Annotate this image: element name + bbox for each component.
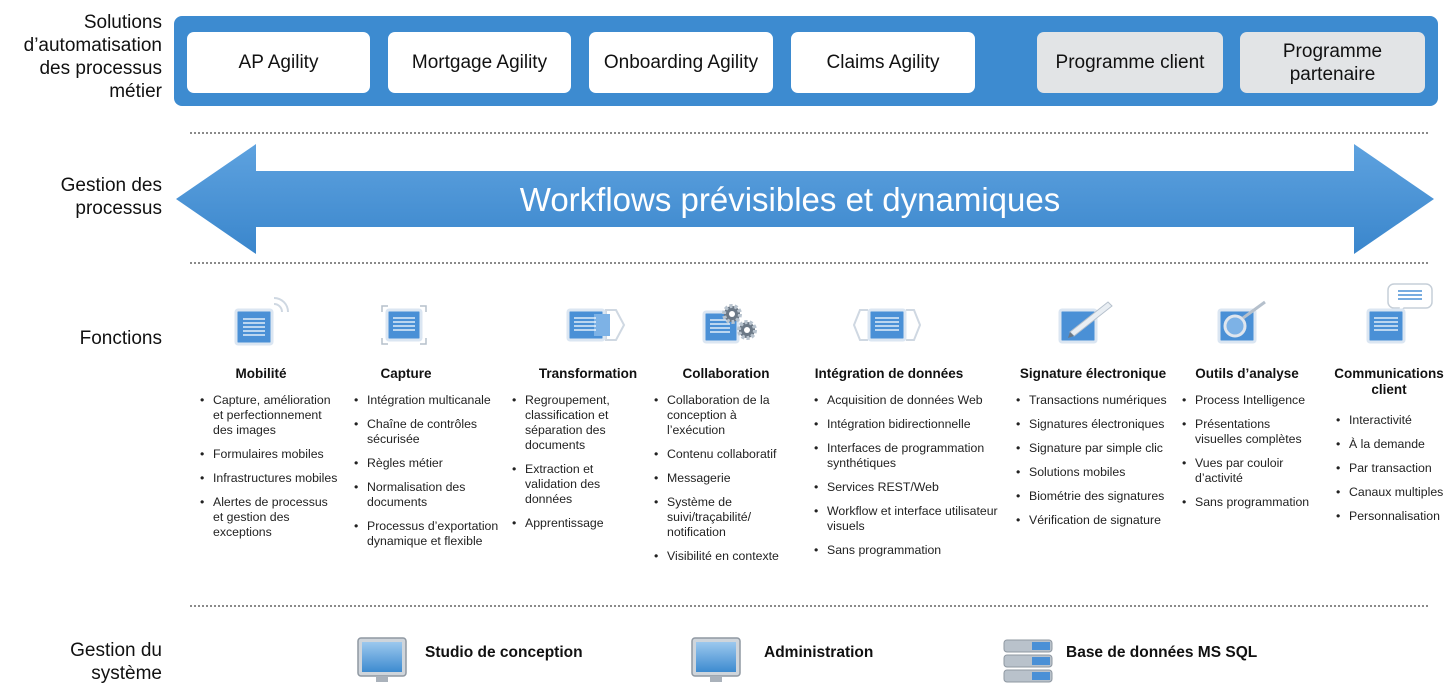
- solution-onboarding-agility[interactable]: Onboarding Agility: [589, 32, 773, 93]
- row-label-functions: Fonctions: [79, 328, 162, 349]
- row-label-system: Gestion du système: [70, 640, 162, 684]
- function-title-collaboration: Collaboration: [682, 366, 770, 381]
- list-item: Normalisation des documents: [352, 480, 506, 510]
- list-item: Services REST/Web: [812, 480, 1002, 495]
- system-item-database: Base de données MS SQL: [1066, 644, 1258, 661]
- list-item: Vues par couloir d’activité: [1180, 456, 1320, 486]
- list-item: Regroupement, classification et séparati…: [510, 393, 626, 453]
- list-item: Processus d’exportation dynamique et fle…: [352, 519, 506, 549]
- signature-pen-icon: [1058, 301, 1113, 344]
- list-item: Par transaction: [1334, 461, 1452, 476]
- list-item: Visibilité en contexte: [652, 549, 798, 564]
- list-item: Formulaires mobiles: [198, 447, 338, 462]
- function-list-mobilite: Capture, amélioration et perfectionnemen…: [198, 393, 338, 549]
- function-list-collaboration: Collaboration de la conception à l’exécu…: [652, 393, 798, 573]
- solution-programme-client[interactable]: Programme client: [1037, 32, 1223, 93]
- list-item: Interfaces de programmation synthétiques: [812, 441, 1002, 471]
- collaboration-gears-icon: [702, 304, 757, 344]
- function-list-analyse: Process Intelligence Présentations visue…: [1180, 393, 1320, 519]
- function-title-analyse: Outils d’analyse: [1195, 366, 1299, 381]
- data-integration-icon: [852, 308, 922, 342]
- communications-bubble-icon: [1366, 283, 1433, 344]
- list-item: Contenu collaboratif: [652, 447, 798, 462]
- list-item: Chaîne de contrôles sécurisée: [352, 417, 506, 447]
- function-title-signature: Signature électronique: [1019, 366, 1167, 381]
- list-item: Acquisition de données Web: [812, 393, 1002, 408]
- list-item: Solutions mobiles: [1014, 465, 1186, 480]
- list-item: Sans programmation: [1180, 495, 1320, 510]
- solution-ap-agility[interactable]: AP Agility: [187, 32, 370, 93]
- capture-icon: [381, 305, 427, 345]
- list-item: Transactions numériques: [1014, 393, 1186, 408]
- list-item: Interactivité: [1334, 413, 1452, 428]
- list-item: Sans programmation: [812, 543, 1002, 558]
- system-item-studio: Studio de conception: [425, 644, 583, 661]
- list-item: Intégration bidirectionnelle: [812, 417, 1002, 432]
- function-title-communications: Communications client: [1334, 366, 1444, 397]
- analytics-magnifier-icon: [1217, 300, 1266, 344]
- row-label-process: Gestion des processus: [60, 175, 162, 219]
- list-item: Vérification de signature: [1014, 513, 1186, 528]
- list-item: Intégration multicanale: [352, 393, 506, 408]
- list-item: Apprentissage: [510, 516, 626, 531]
- list-item: Biométrie des signatures: [1014, 489, 1186, 504]
- function-list-capture: Intégration multicanale Chaîne de contrô…: [352, 393, 506, 558]
- solution-claims-agility[interactable]: Claims Agility: [791, 32, 975, 93]
- list-item: Signature par simple clic: [1014, 441, 1186, 456]
- function-title-integration: Intégration de données: [814, 366, 964, 381]
- list-item: Signatures électroniques: [1014, 417, 1186, 432]
- workflow-double-arrow: [176, 144, 1434, 254]
- list-item: Règles métier: [352, 456, 506, 471]
- separator: [190, 132, 1428, 134]
- workflow-arrow-label: Workflows prévisibles et dynamiques: [519, 181, 1061, 218]
- database-icon: [1003, 639, 1053, 683]
- list-item: Infrastructures mobiles: [198, 471, 338, 486]
- list-item: Process Intelligence: [1180, 393, 1320, 408]
- system-item-administration: Administration: [764, 644, 874, 661]
- list-item: Capture, amélioration et perfectionnemen…: [198, 393, 338, 438]
- monitor-icon: [691, 637, 741, 682]
- function-list-transformation: Regroupement, classification et séparati…: [510, 393, 626, 540]
- function-title-transformation: Transformation: [538, 366, 638, 381]
- function-list-communications: Interactivité À la demande Par transacti…: [1334, 413, 1452, 533]
- separator: [190, 605, 1428, 607]
- list-item: À la demande: [1334, 437, 1452, 452]
- list-item: Workflow et interface utilisateur visuel…: [812, 504, 1002, 534]
- list-item: Présentations visuelles complètes: [1180, 417, 1320, 447]
- mobile-wireless-icon: [234, 297, 289, 346]
- monitor-icon: [357, 637, 407, 682]
- list-item: Canaux multiples: [1334, 485, 1452, 500]
- function-title-mobilite: Mobilité: [235, 366, 287, 381]
- row-label-solutions: Solutions d’automatisation des processus…: [23, 12, 162, 102]
- function-title-capture: Capture: [380, 366, 432, 381]
- function-list-signature: Transactions numériques Signatures élect…: [1014, 393, 1186, 537]
- list-item: Messagerie: [652, 471, 798, 486]
- transformation-icon: [566, 308, 626, 342]
- list-item: Collaboration de la conception à l’exécu…: [652, 393, 798, 438]
- solution-mortgage-agility[interactable]: Mortgage Agility: [388, 32, 571, 93]
- list-item: Personnalisation: [1334, 509, 1452, 524]
- list-item: Alertes de processus et gestion des exce…: [198, 495, 338, 540]
- separator: [190, 262, 1428, 264]
- function-list-integration: Acquisition de données Web Intégration b…: [812, 393, 1002, 567]
- list-item: Extraction et validation des données: [510, 462, 626, 507]
- solution-programme-partenaire[interactable]: Programme partenaire: [1240, 32, 1425, 93]
- list-item: Système de suivi/traçabilité/ notificati…: [652, 495, 798, 540]
